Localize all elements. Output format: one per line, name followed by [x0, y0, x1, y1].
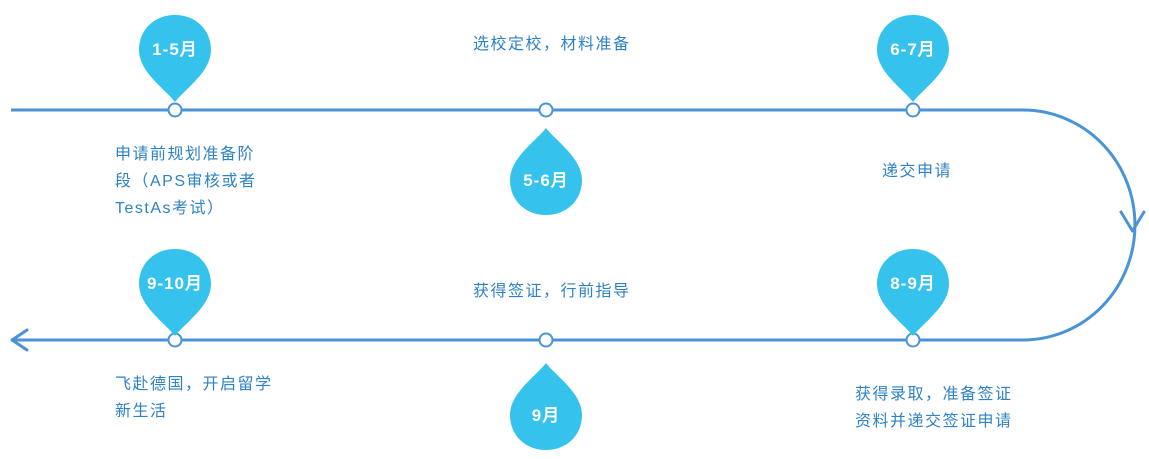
month-pin: 9-10月: [135, 246, 215, 338]
month-pin-label: 8-9月: [890, 274, 936, 293]
teardrop-pin-icon: [139, 15, 211, 102]
teardrop-pin-icon: [139, 249, 211, 336]
flow-left-arrow-icon: [10, 328, 29, 352]
step-description: 飞赴德国，开启留学 新生活: [115, 376, 273, 420]
month-pin: 5-6月: [506, 126, 586, 218]
flow-down-arrow-icon: [1119, 210, 1146, 233]
month-pin: 6-7月: [873, 12, 953, 104]
step-description: 选校定校，材料准备: [473, 36, 631, 53]
step-description: 递交申请: [882, 163, 953, 180]
u-turn-curve: [1022, 108, 1137, 342]
step-description: 获得签证，行前指导: [473, 283, 631, 300]
teardrop-pin-icon: [510, 363, 582, 450]
month-pin: 9月: [506, 361, 586, 453]
node-dot: [538, 102, 554, 118]
month-pin: 1-5月: [135, 12, 215, 104]
month-pin-label: 9-10月: [146, 274, 204, 293]
teardrop-pin-icon: [510, 128, 582, 215]
month-pin: 8-9月: [873, 246, 953, 338]
month-pin-label: 5-6月: [523, 171, 569, 190]
node-dot: [538, 332, 554, 348]
teardrop-pin-icon: [877, 249, 949, 336]
month-pin-label: 9月: [531, 406, 561, 425]
teardrop-pin-icon: [877, 15, 949, 102]
node-dot: [167, 102, 183, 118]
step-description: 申请前规划准备阶 段（APS审核或者 TestAs考试）: [115, 146, 257, 217]
month-pin-label: 1-5月: [152, 40, 198, 59]
step-description: 获得录取，准备签证 资料并递交签证申请: [855, 386, 1013, 430]
node-dot: [905, 102, 921, 118]
month-pin-label: 6-7月: [890, 40, 936, 59]
